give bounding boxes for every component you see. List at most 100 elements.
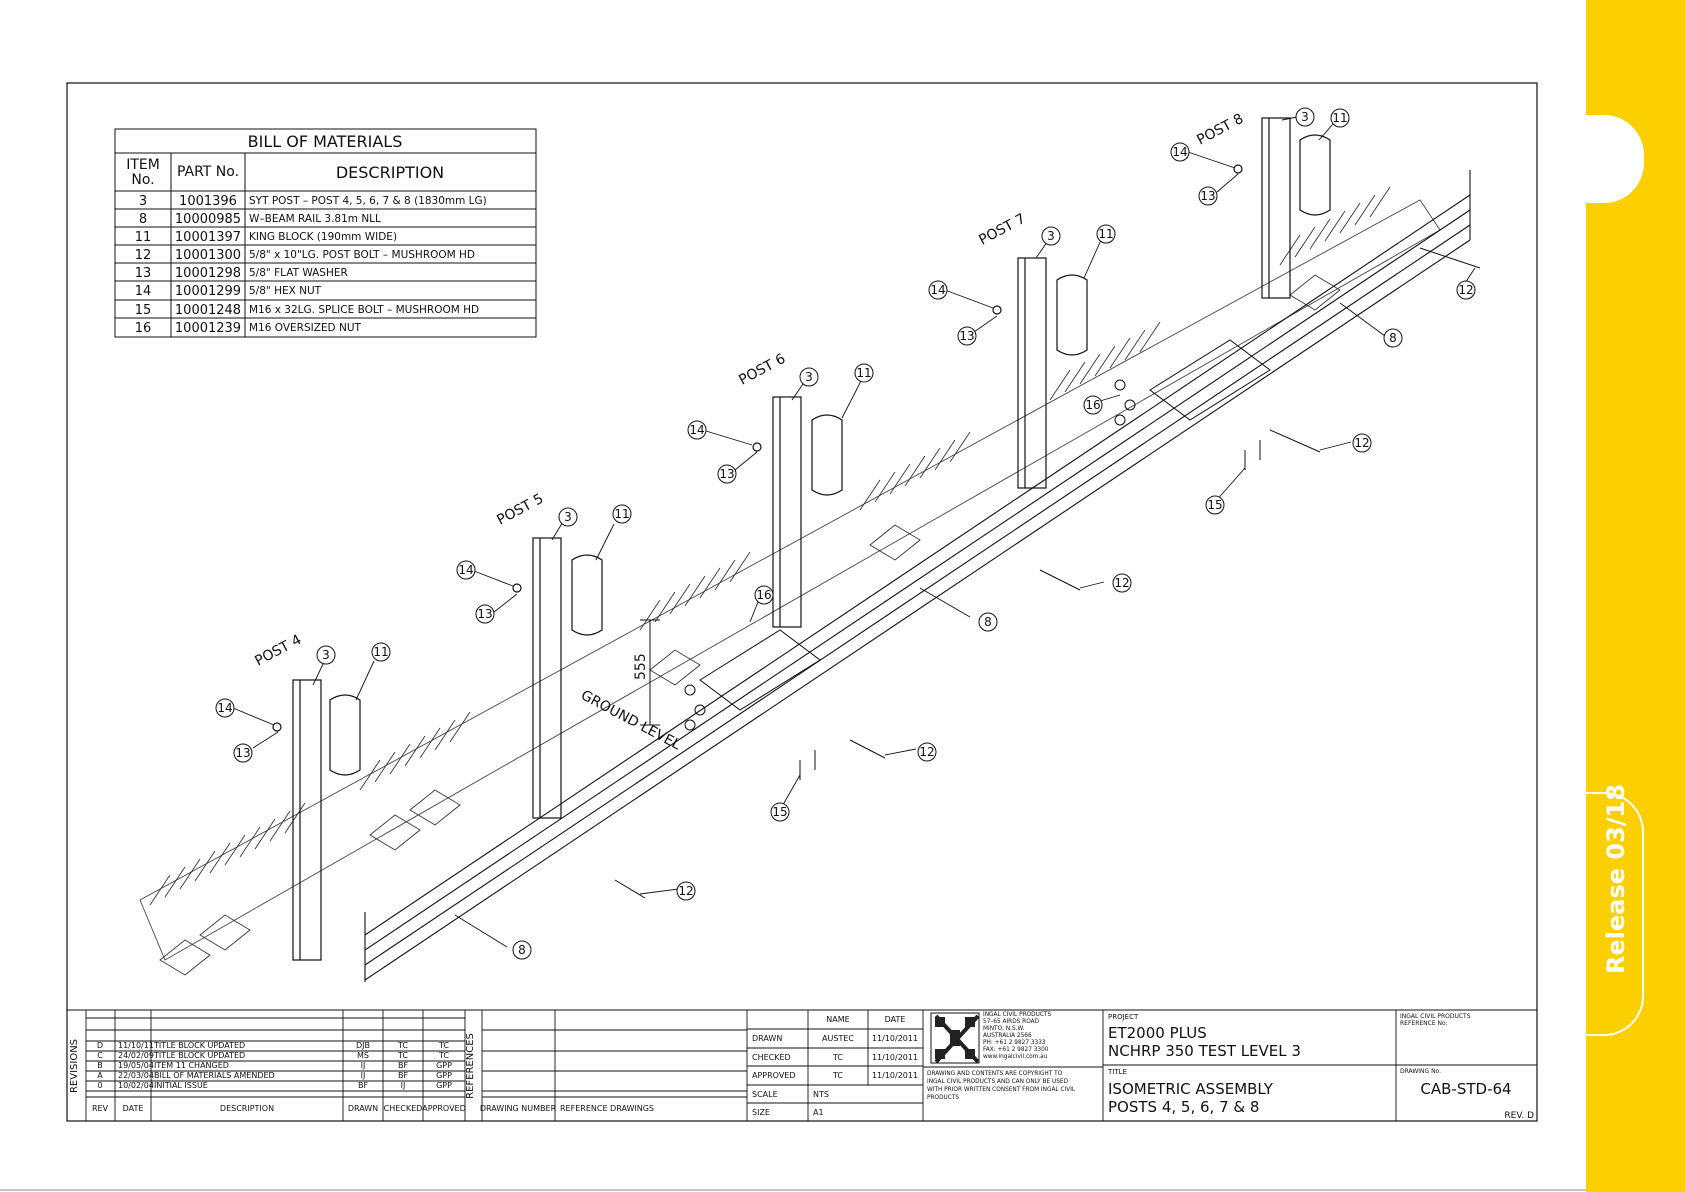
revision-desc: INITIAL ISSUE bbox=[154, 1081, 208, 1090]
balloon-16: 16 bbox=[1085, 398, 1100, 412]
signoff-scale-label: SCALE bbox=[752, 1090, 778, 1099]
revisions-header-description: DESCRIPTION bbox=[220, 1104, 274, 1113]
item-balloons bbox=[215, 107, 1476, 960]
leader-lines bbox=[232, 116, 1476, 948]
company-line: MINTO, N.S.W. bbox=[983, 1026, 1025, 1032]
dimension-555 bbox=[640, 619, 660, 726]
references-reference-drawings: REFERENCE DRAWINGS bbox=[560, 1104, 654, 1113]
bom-row-part: 10000985 bbox=[175, 212, 241, 227]
revision-drawn: IJ bbox=[361, 1061, 366, 1070]
bom-row-desc: SYT POST – POST 4, 5, 6, 7 & 8 (1830mm L… bbox=[249, 195, 487, 207]
bom-row-part: 10001300 bbox=[175, 248, 241, 263]
post-8-label: POST 8 bbox=[1194, 111, 1246, 149]
company-line: INGAL CIVIL PRODUCTS bbox=[983, 1012, 1051, 1018]
balloon-15: 15 bbox=[1207, 498, 1222, 512]
reference-no-label-2: REFERENCE No. bbox=[1400, 1020, 1448, 1027]
bom-row-part: 10001397 bbox=[175, 230, 241, 245]
revision-checked: BF bbox=[398, 1061, 408, 1070]
revision-rev: A bbox=[97, 1071, 103, 1080]
dimension-label: 555 bbox=[633, 653, 649, 680]
project-line-1: ET2000 PLUS bbox=[1108, 1024, 1207, 1042]
isometric-assembly-drawing bbox=[139, 107, 1481, 982]
revision-desc: ITEM 11 CHANGED bbox=[154, 1061, 229, 1070]
signoff-date-header: DATE bbox=[885, 1015, 906, 1024]
references-side-label: REFERENCES bbox=[465, 1033, 476, 1099]
revision-checked: TC bbox=[397, 1051, 408, 1060]
balloon-11: 11 bbox=[1332, 111, 1347, 125]
signoff-size-value: A1 bbox=[813, 1108, 824, 1117]
reference-no-label-1: INGAL CIVIL PRODUCTS bbox=[1400, 1013, 1471, 1020]
signoff-checked-name: TC bbox=[832, 1053, 843, 1062]
w-beam-rail bbox=[364, 170, 1471, 982]
revision-rev: D bbox=[97, 1041, 103, 1050]
balloon-3: 3 bbox=[1301, 110, 1309, 124]
release-label: Release 03/18 bbox=[1602, 784, 1630, 974]
balloon-14: 14 bbox=[1172, 145, 1187, 159]
revisions-header-date: DATE bbox=[123, 1104, 144, 1113]
revisions-header-rev: REV bbox=[92, 1104, 109, 1113]
copyright-line: PRODUCTS bbox=[927, 1095, 959, 1101]
splice-bolts bbox=[684, 339, 1271, 780]
company-line: AUSTRALIA 2566 bbox=[983, 1033, 1032, 1039]
revision-approved: GPP bbox=[436, 1071, 452, 1080]
signoff-drawn-label: DRAWN bbox=[752, 1034, 782, 1043]
revision-drawn: IJ bbox=[361, 1071, 366, 1080]
balloon-13: 13 bbox=[1200, 189, 1215, 203]
signoff-name-header: NAME bbox=[826, 1015, 849, 1024]
signoff-scale-value: NTS bbox=[813, 1090, 829, 1099]
revision-checked: BF bbox=[398, 1071, 408, 1080]
revision-drawn: BF bbox=[358, 1081, 368, 1090]
balloon-12: 12 bbox=[1354, 436, 1369, 450]
drawing-frame bbox=[66, 82, 1538, 1122]
revision-desc: TITLE BLOCK UPDATED bbox=[153, 1041, 245, 1050]
revisions-header-checked: CHECKED bbox=[384, 1104, 423, 1113]
post-8 bbox=[1233, 117, 1331, 299]
revision-desc: TITLE BLOCK UPDATED bbox=[153, 1051, 245, 1060]
revision-date: 11/10/11 bbox=[118, 1041, 154, 1050]
bom-row-part: 1001396 bbox=[179, 194, 237, 209]
post-4 bbox=[272, 679, 361, 961]
bom-row-desc: 5/8" FLAT WASHER bbox=[249, 267, 348, 279]
revision-approved: GPP bbox=[436, 1061, 452, 1070]
balloon-13: 13 bbox=[477, 607, 492, 621]
balloon-14: 14 bbox=[217, 701, 232, 715]
balloon-11: 11 bbox=[856, 366, 871, 380]
revision-date: 22/03/04 bbox=[118, 1071, 154, 1080]
balloon-3: 3 bbox=[805, 370, 813, 384]
balloon-8: 8 bbox=[1389, 331, 1397, 345]
balloon-12: 12 bbox=[1114, 576, 1129, 590]
revisions-header-drawn: DRAWN bbox=[348, 1104, 378, 1113]
post-7 bbox=[992, 257, 1088, 489]
signoff-checked-label: CHECKED bbox=[752, 1053, 791, 1062]
bom-header-part: PART No. bbox=[177, 164, 239, 180]
bom-row-desc: KING BLOCK (190mm WIDE) bbox=[249, 231, 397, 243]
balloon-3: 3 bbox=[322, 648, 330, 662]
balloon-12: 12 bbox=[678, 884, 693, 898]
company-line: 57–65 AIRDS ROAD bbox=[983, 1019, 1040, 1025]
balloon-11: 11 bbox=[1098, 227, 1113, 241]
bom-row-desc: 5/8" x 10"LG. POST BOLT – MUSHROOM HD bbox=[249, 249, 475, 261]
bom-row-desc: M16 x 32LG. SPLICE BOLT – MUSHROOM HD bbox=[249, 304, 479, 316]
signoff-checked-date: 11/10/2011 bbox=[872, 1053, 918, 1062]
copyright-line: DRAWING AND CONTENTS ARE COPYRIGHT TO bbox=[927, 1071, 1063, 1077]
post-labels: POST 4 POST 5 POST 6 POST 7 POST 8 GROUN… bbox=[252, 111, 1246, 754]
balloon-14: 14 bbox=[689, 423, 704, 437]
title-block-text: REVISIONS REFERENCES D 11/10/11 TITLE BL… bbox=[69, 1012, 1534, 1121]
balloon-15: 15 bbox=[772, 805, 787, 819]
title-line-2: POSTS 4, 5, 6, 7 & 8 bbox=[1108, 1098, 1259, 1116]
signoff-size-label: SIZE bbox=[752, 1108, 770, 1117]
bill-of-materials-table bbox=[114, 128, 537, 338]
copyright-line: INGAL CIVIL PRODUCTS AND CAN ONLY BE USE… bbox=[927, 1079, 1069, 1085]
bom-row-desc: 5/8" HEX NUT bbox=[249, 285, 322, 297]
post-5-label: POST 5 bbox=[494, 491, 546, 529]
company-line: FAX: +61 2 9827 3300 bbox=[983, 1047, 1049, 1053]
bom-row-item: 11 bbox=[135, 230, 152, 245]
revision-date: 19/05/04 bbox=[118, 1061, 154, 1070]
bom-row-part: 10001248 bbox=[175, 303, 241, 318]
signoff-approved-name: TC bbox=[832, 1071, 843, 1080]
title-block-grid bbox=[85, 1010, 1537, 1121]
balloon-16: 16 bbox=[756, 588, 771, 602]
project-line-2: NCHRP 350 TEST LEVEL 3 bbox=[1108, 1042, 1301, 1060]
signoff-approved-label: APPROVED bbox=[752, 1071, 796, 1080]
revisions-side-label: REVISIONS bbox=[69, 1039, 80, 1093]
